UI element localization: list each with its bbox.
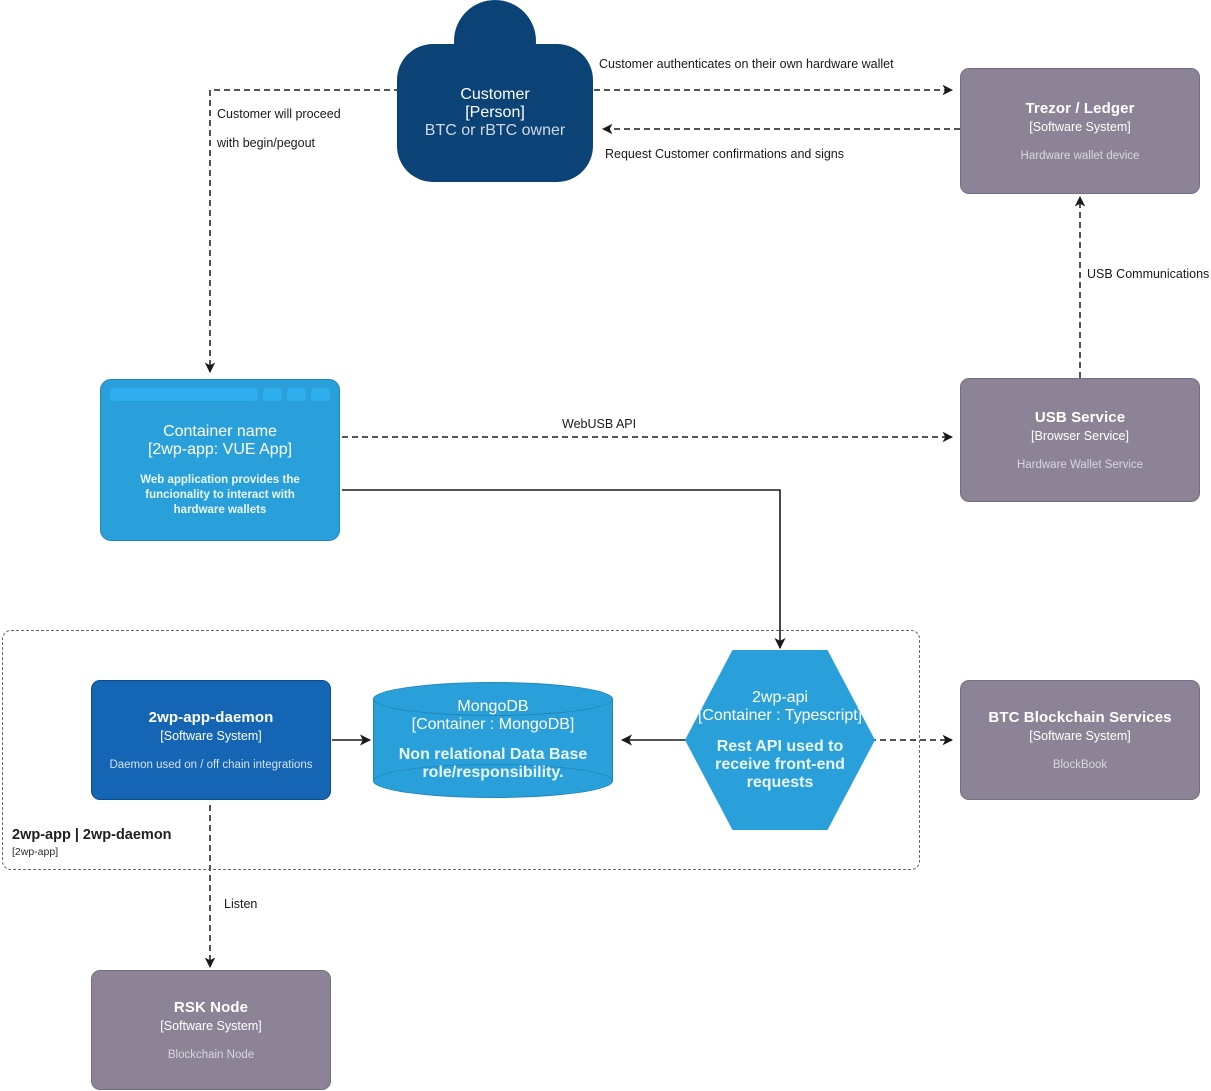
mongodb-text: MongoDB [Container : MongoDB] Non relati… xyxy=(373,698,613,781)
browser-button-icon xyxy=(287,388,306,401)
node-trezor-ledger[interactable]: Trezor / Ledger [Software System] Hardwa… xyxy=(960,68,1200,194)
customer-desc: BTC or rBTC owner xyxy=(424,122,566,139)
trezor-ledger-name: Trezor / Ledger xyxy=(1025,99,1135,117)
cylinder-top xyxy=(373,682,613,716)
2wp-api-desc: Rest API used to receive front-end reque… xyxy=(715,737,845,791)
mongodb-tech: [Container : MongoDB] xyxy=(411,716,575,733)
edge-label-usb-communications: USB Communications xyxy=(1087,267,1210,281)
trezor-ledger-desc: Hardware wallet device xyxy=(1020,149,1140,162)
2wp-api-name: 2wp-api xyxy=(751,688,809,706)
2wp-api-tech: [Container : Typescript] xyxy=(697,706,863,724)
usb-service-tech: [Browser Service] xyxy=(1031,428,1129,443)
browser-content: Container name [2wp-app: VUE App] Web ap… xyxy=(106,406,334,535)
daemon-name: 2wp-app-daemon xyxy=(148,708,274,726)
edge-label-customer-to-container-line1: Customer will proceed xyxy=(217,107,341,121)
btc-blockchain-tech: [Software System] xyxy=(1029,728,1131,743)
node-rsk-node[interactable]: RSK Node [Software System] Blockchain No… xyxy=(91,970,331,1090)
edge-label-customer-to-container-line2: with begin/pegout xyxy=(217,136,315,150)
hexagon-shape xyxy=(685,650,875,830)
node-2wp-app-daemon[interactable]: 2wp-app-daemon [Software System] Daemon … xyxy=(91,680,331,800)
container-name-tech: [2wp-app: VUE App] xyxy=(147,441,293,458)
node-usb-service[interactable]: USB Service [Browser Service] Hardware W… xyxy=(960,378,1200,502)
mongodb-name: MongoDB xyxy=(457,698,529,715)
browser-button-icon xyxy=(263,388,282,401)
rsk-node-desc: Blockchain Node xyxy=(167,1048,255,1061)
cylinder-bottom xyxy=(373,764,613,798)
container-name-desc: Web application provides the funcionalit… xyxy=(140,474,300,516)
edge-label-customer-to-wallet: Customer authenticates on their own hard… xyxy=(599,57,894,71)
edge-label-wallet-to-customer: Request Customer confirmations and signs xyxy=(605,147,845,161)
boundary-name: 2wp-app | 2wp-daemon xyxy=(12,827,172,843)
trezor-ledger-tech: [Software System] xyxy=(1029,119,1131,134)
browser-button-icon xyxy=(311,388,330,401)
boundary-label: 2wp-app | 2wp-daemon [2wp-app] xyxy=(12,826,172,859)
edge-label-listen: Listen xyxy=(224,897,258,911)
rsk-node-tech: [Software System] xyxy=(160,1018,262,1033)
container-name-name: Container name xyxy=(163,423,277,440)
node-container-name[interactable]: Container name [2wp-app: VUE App] Web ap… xyxy=(100,379,340,541)
usb-service-desc: Hardware Wallet Service xyxy=(1016,458,1144,471)
browser-title-bar xyxy=(106,385,334,404)
edge-customer-to-container xyxy=(204,89,400,374)
rsk-node-name: RSK Node xyxy=(173,998,249,1016)
node-btc-blockchain-services[interactable]: BTC Blockchain Services [Software System… xyxy=(960,680,1200,800)
2wp-api-text: 2wp-api [Container : Typescript] Rest AP… xyxy=(685,650,875,830)
node-mongodb[interactable]: MongoDB [Container : MongoDB] Non relati… xyxy=(373,682,613,798)
btc-blockchain-name: BTC Blockchain Services xyxy=(988,708,1172,726)
edge-label-webusb-api: WebUSB API xyxy=(562,417,637,431)
btc-blockchain-desc: BlockBook xyxy=(1052,758,1108,771)
usb-service-name: USB Service xyxy=(1034,408,1126,426)
node-2wp-api[interactable]: 2wp-api [Container : Typescript] Rest AP… xyxy=(685,650,875,830)
customer-tech: [Person] xyxy=(465,104,525,121)
customer-name: Customer xyxy=(460,86,530,103)
mongodb-desc: Non relational Data Base role/responsibi… xyxy=(398,746,588,781)
node-customer[interactable]: Customer [Person] BTC or rBTC owner xyxy=(397,0,593,182)
daemon-desc: Daemon used on / off chain integrations xyxy=(109,758,313,771)
person-body: Customer [Person] BTC or rBTC owner xyxy=(397,44,593,182)
edge-container-to-api xyxy=(342,489,786,650)
browser-url-bar xyxy=(110,388,258,401)
boundary-2wp-app xyxy=(2,630,920,870)
boundary-tech: [2wp-app] xyxy=(12,846,59,858)
daemon-tech: [Software System] xyxy=(160,728,262,743)
